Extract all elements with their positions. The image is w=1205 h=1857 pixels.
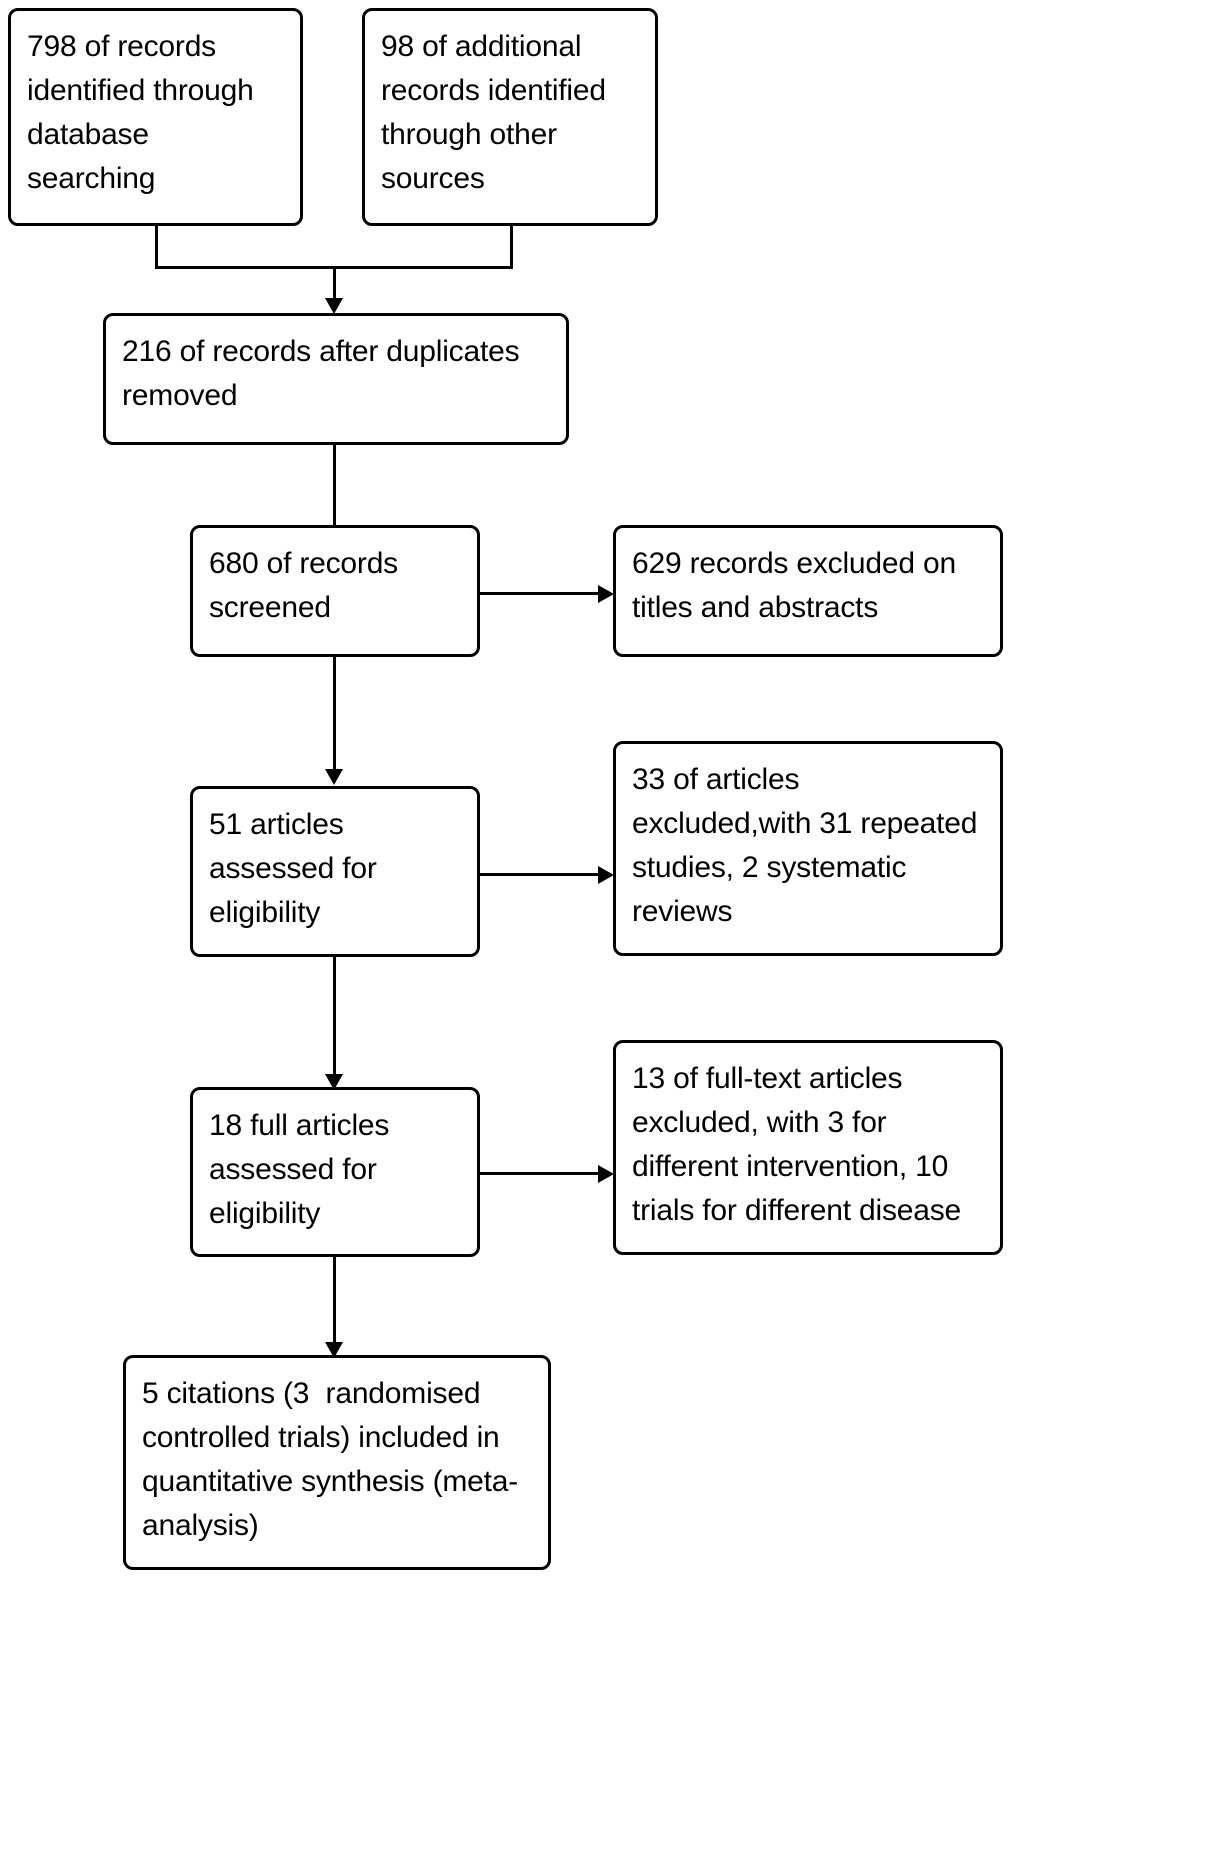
connector-db-records-stem [155,224,158,266]
node-records-screened: 680 of records screened [190,525,480,657]
connector-articles-to-fulltext [333,955,336,1077]
connector-fulltext-to-excluded [478,1172,600,1175]
node-other-records: 98 of additional records identified thro… [362,8,658,226]
connector-screened-to-excluded [478,592,600,595]
connector-fulltext-to-included [333,1255,336,1345]
connector-other-records-stem [510,224,513,266]
node-database-records: 798 of records identified through databa… [8,8,303,226]
connector-articles-to-excluded [478,873,600,876]
arrowhead-to-articles-eligibility [325,769,343,785]
connector-screened-to-articles [333,655,336,772]
node-fulltext-eligibility: 18 full articles assessed for eligibilit… [190,1087,480,1257]
node-duplicates-removed: 216 of records after duplicates removed [103,313,569,445]
node-articles-eligibility: 51 articles assessed for eligibility [190,786,480,957]
arrowhead-to-fulltext-eligibility [325,1074,343,1090]
arrowhead-to-included-synthesis [325,1342,343,1358]
node-records-excluded: 629 records excluded on titles and abstr… [613,525,1003,657]
arrowhead-to-fulltext-excluded [598,1165,614,1183]
connector-merge-to-duplicates [333,266,336,302]
arrowhead-to-records-excluded [598,585,614,603]
node-included-synthesis: 5 citations (3 randomised controlled tri… [123,1355,551,1570]
node-articles-excluded: 33 of articles excluded,with 31 repeated… [613,741,1003,956]
arrowhead-to-articles-excluded [598,866,614,884]
arrowhead-to-duplicates [325,298,343,314]
node-fulltext-excluded: 13 of full-text articles excluded, with … [613,1040,1003,1255]
